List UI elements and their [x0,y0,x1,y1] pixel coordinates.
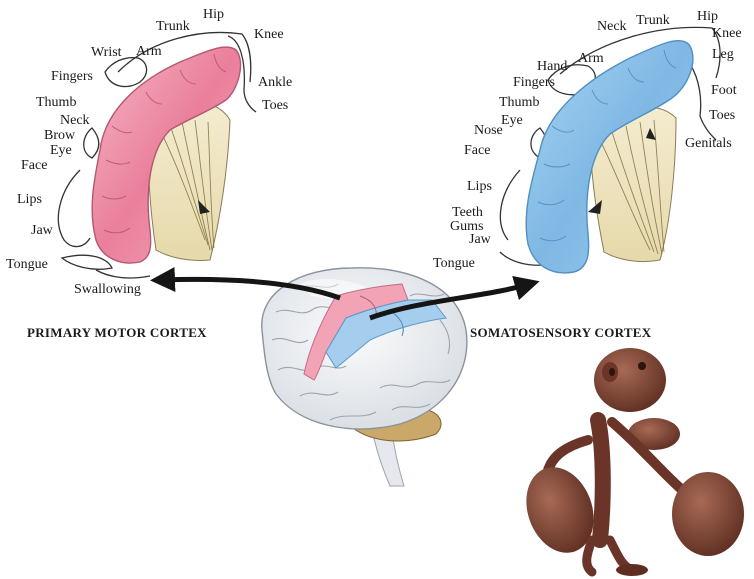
sensory-label-leg: Leg [712,47,734,62]
sensory-homunculus [499,26,721,274]
motor-label-hip: Hip [203,7,224,22]
motor-label-jaw: Jaw [31,223,53,238]
sensory-label-eye: Eye [501,113,523,128]
figurine-right-hand [672,472,744,556]
brain-sensory-band [325,299,447,369]
arrow-to-motor [150,267,341,301]
motor-label-neck: Neck [60,113,90,128]
motor-label-swallowing: Swallowing [74,282,141,297]
sensory-label-hand: Hand [537,59,568,74]
motor-label-face: Face [21,158,48,173]
sensory-label-neck: Neck [597,19,627,34]
sensory-cortex-strip [525,39,694,274]
sensory-label-jaw: Jaw [469,232,491,247]
figurine-left-hand [526,467,594,553]
sensory-label-genitals: Genitals [685,136,732,151]
sensory-label-knee: Knee [712,26,742,41]
sensory-label-tongue: Tongue [433,256,475,271]
motor-label-wrist: Wrist [91,45,122,60]
sensory-label-gums: Gums [450,219,484,234]
motor-label-ankle: Ankle [258,75,293,90]
sensory-label-lips: Lips [467,179,492,194]
sensory-figure-outline [559,26,721,79]
figurine-foot [616,564,648,576]
sensory-label-trunk: Trunk [636,13,670,28]
motor-label-brow: Brow [44,128,76,143]
motor-label-trunk: Trunk [156,19,190,34]
sensory-label-arm: Arm [578,51,604,66]
sensory-label-toes: Toes [709,108,736,123]
sensory-label-foot: Foot [711,83,737,98]
arrow-to-sensory [369,276,540,321]
motor-label-eye: Eye [50,143,72,158]
sensory-label-thumb: Thumb [499,95,540,110]
motor-label-toes: Toes [262,98,289,113]
sensory-cortex-title: SOMATOSENSORY CORTEX [470,325,652,340]
motor-label-tongue: Tongue [6,257,48,272]
motor-cortex-title: PRIMARY MOTOR CORTEX [27,325,207,340]
motor-figure-outline [117,31,252,83]
sensory-label-hip: Hip [697,9,718,24]
sensory-label-fingers: Fingers [513,75,555,90]
clay-homunculus-figurine [526,348,744,577]
motor-label-knee: Knee [254,27,284,42]
figurine-lips [628,418,680,450]
motor-cortex-strip [91,46,242,264]
figurine-head [594,348,666,412]
motor-label-thumb: Thumb [36,95,77,110]
motor-homunculus [57,31,257,279]
motor-label-fingers: Fingers [51,69,93,84]
sensory-label-teeth: Teeth [452,205,483,220]
motor-label-lips: Lips [17,192,42,207]
sensory-label-nose: Nose [474,123,503,138]
sensory-label-face: Face [464,143,491,158]
motor-label-arm: Arm [136,44,162,59]
